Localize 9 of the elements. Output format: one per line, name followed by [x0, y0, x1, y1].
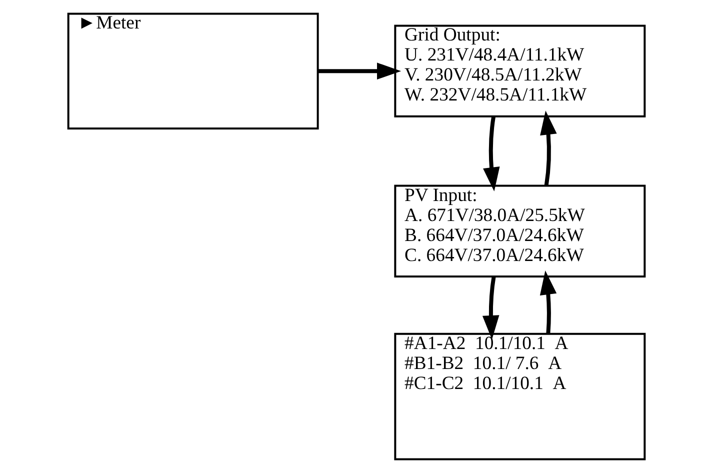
arrow	[483, 116, 500, 192]
arrow	[540, 110, 557, 186]
arrow	[540, 270, 557, 334]
arrow	[482, 276, 500, 340]
node-box: ►Meter	[67, 12, 319, 130]
node-box: PV Input: A. 671V/38.0A/25.5kW B. 664V/37.0A/24.6kW C. 664V/37.0A/24.6kW	[394, 184, 646, 278]
arrow	[318, 62, 402, 80]
node-box: #A1-A2 10.1/10.1 A #B1-B2 10.1/ 7.6 A #C1-C2 10.1/10.1 A	[394, 332, 646, 460]
node-box: Grid Output: U. 231V/48.4A/11.1kW V. 230V/48.5A/11.2kW W. 232V/48.5A/11.1kW	[394, 24, 646, 118]
